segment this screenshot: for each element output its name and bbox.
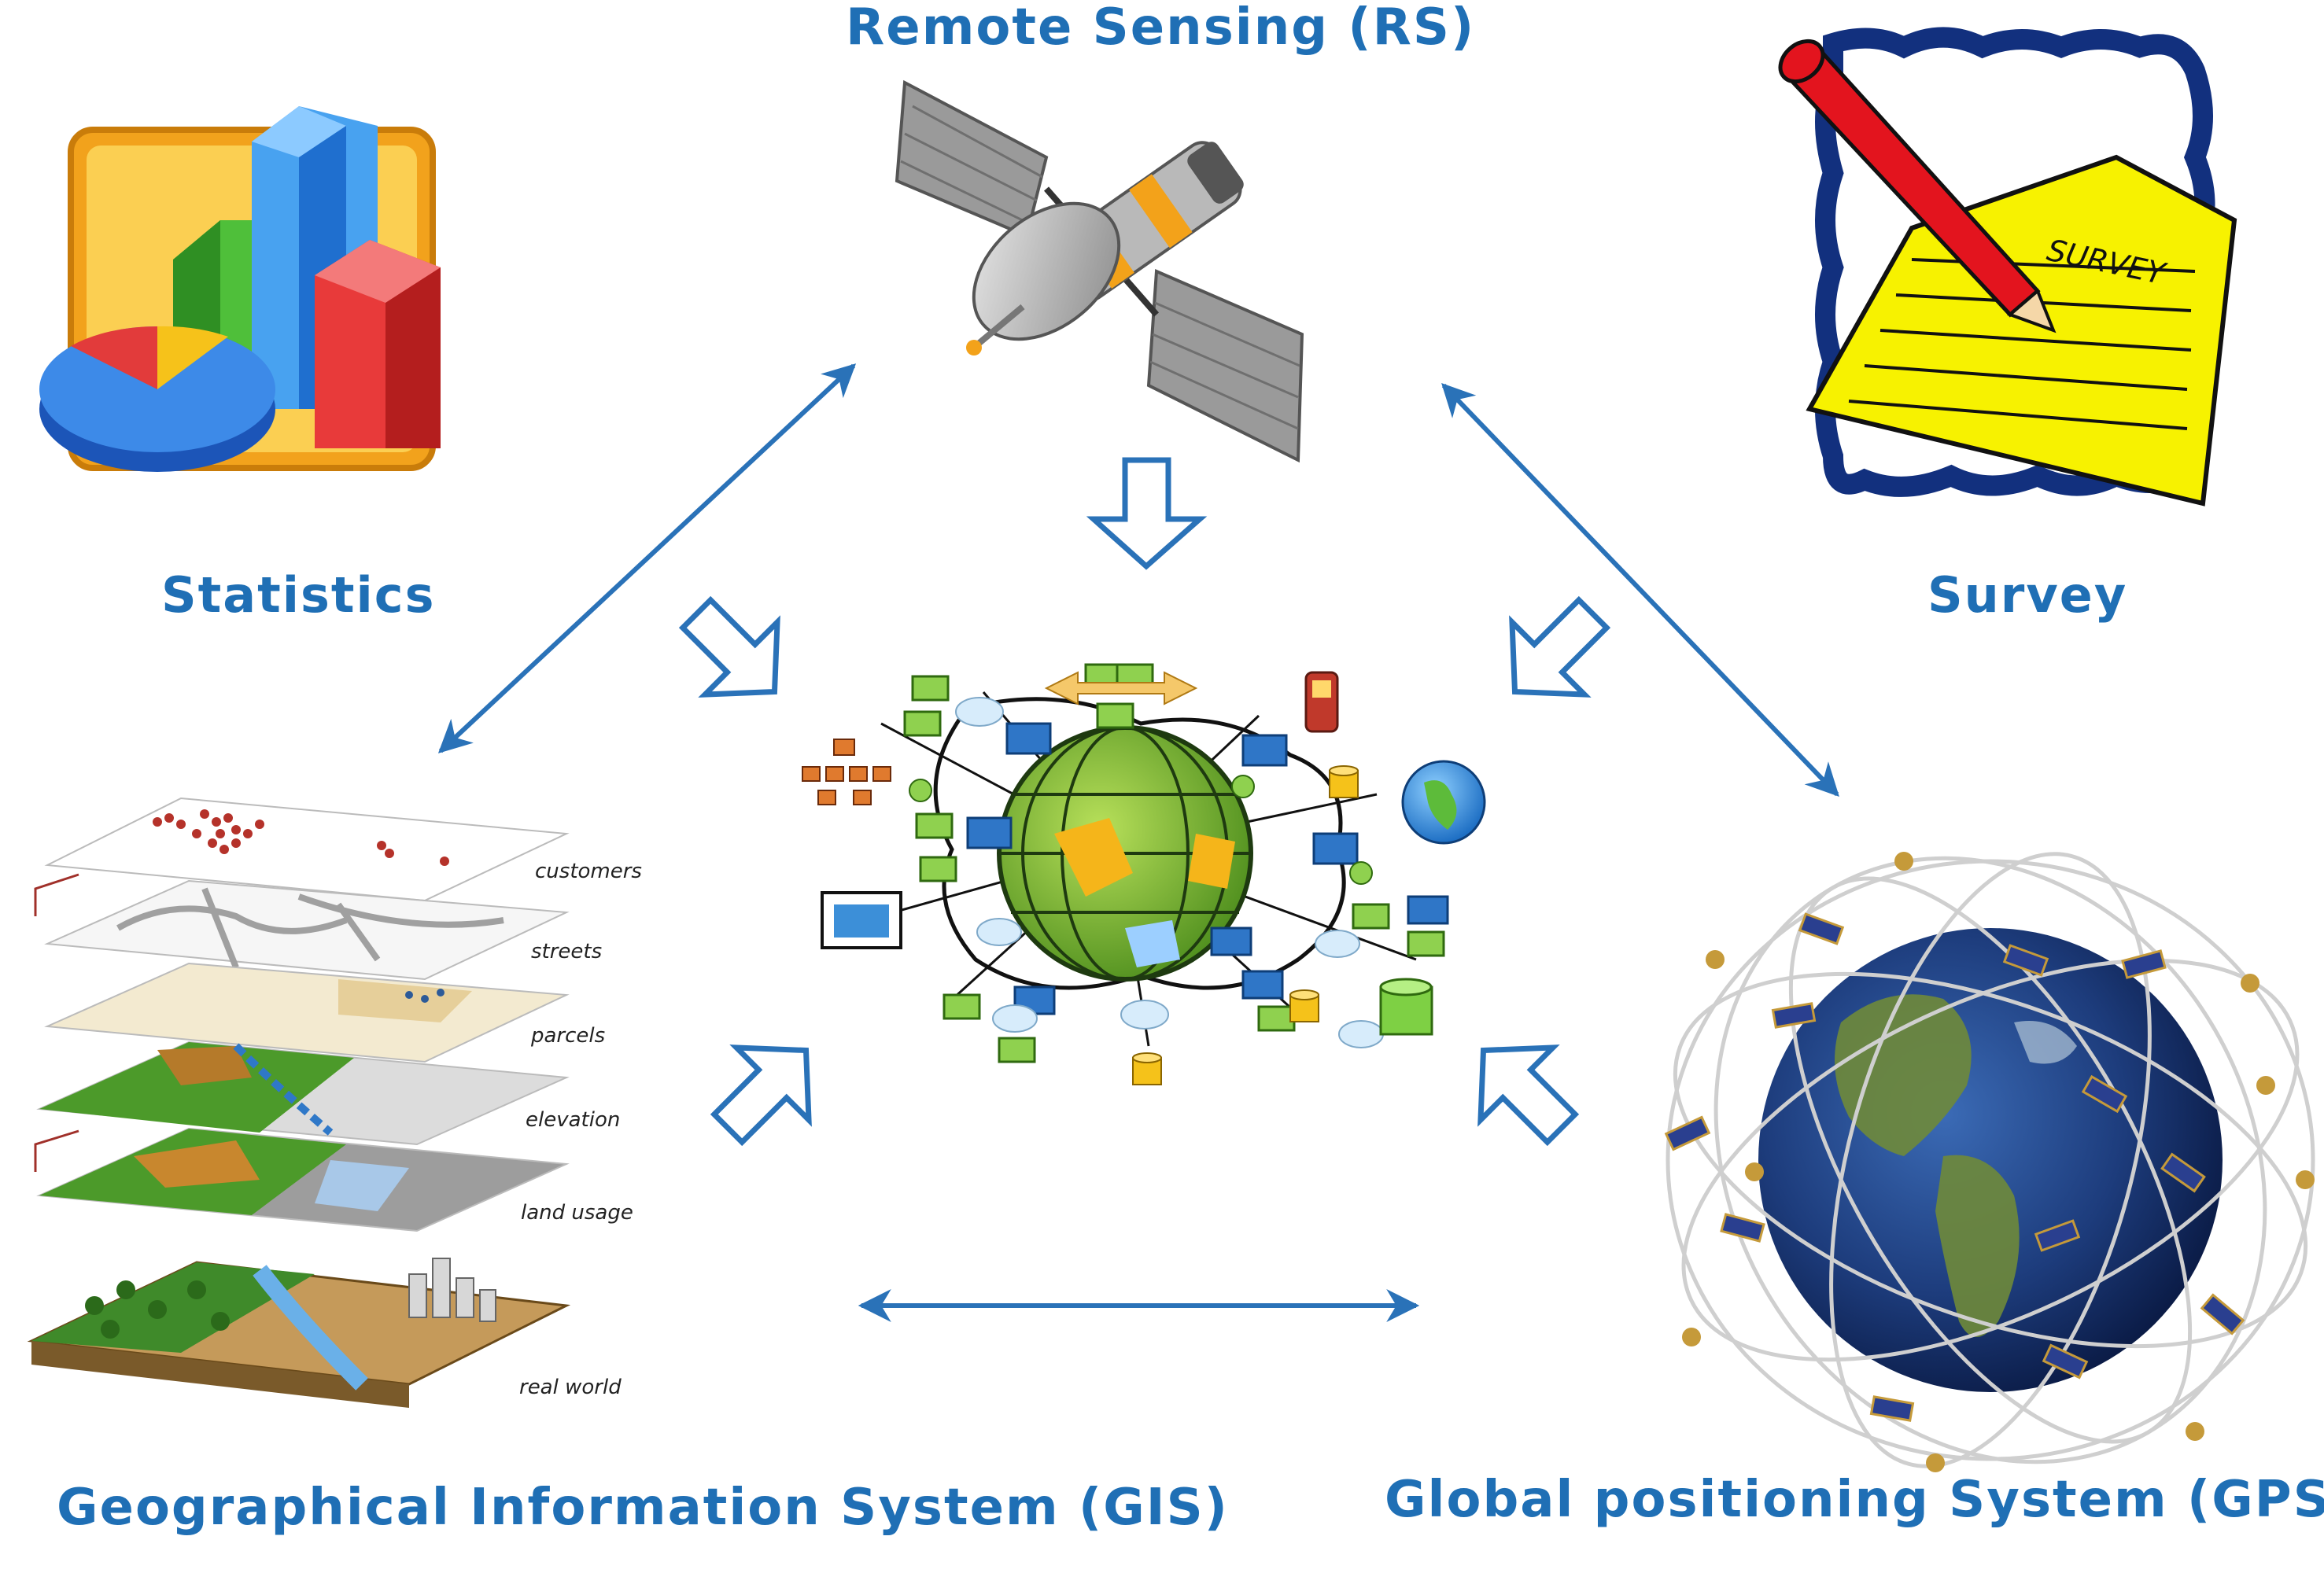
connection-arrows [437, 363, 1839, 1322]
gis-network-icon [802, 663, 1486, 1085]
gis-layers-icon: customers streets parcels elevation land… [27, 797, 642, 1408]
layer-label-streets: streets [531, 940, 602, 963]
gis-label: Geographical Information System (GIS) [57, 1479, 1229, 1537]
survey-label: Survey [1927, 566, 2128, 624]
statistics-to-gis-arrow-icon [678, 595, 780, 698]
remote-sensing-label: Remote Sensing (RS) [846, 0, 1476, 57]
layer-label-land-usage: land usage [521, 1201, 633, 1225]
survey-icon: SURVEY [1778, 27, 2237, 507]
statistics-label: Statistics [161, 566, 436, 624]
layer-label-customers: customers [535, 860, 642, 883]
flow-arrows [678, 457, 1611, 1147]
gps-to-center-arrow-icon [1477, 1044, 1580, 1147]
rs-to-gis-arrow-icon [1086, 457, 1208, 570]
layer-label-real-world: real world [519, 1376, 622, 1399]
satellite-icon [895, 79, 1304, 463]
layer-label-elevation: elevation [526, 1108, 620, 1132]
layer-label-parcels: parcels [530, 1024, 605, 1048]
gps-globe-icon [1664, 852, 2315, 1472]
survey-to-gis-arrow-icon [1509, 595, 1611, 698]
rs-gps-arrow [1441, 382, 1839, 798]
statistics-chart-icon [39, 106, 441, 472]
gps-label: Global positioning System (GPS) [1385, 1471, 2324, 1529]
rs-statistics-arrow [437, 363, 857, 753]
gis-to-center-arrow-icon [710, 1044, 812, 1147]
